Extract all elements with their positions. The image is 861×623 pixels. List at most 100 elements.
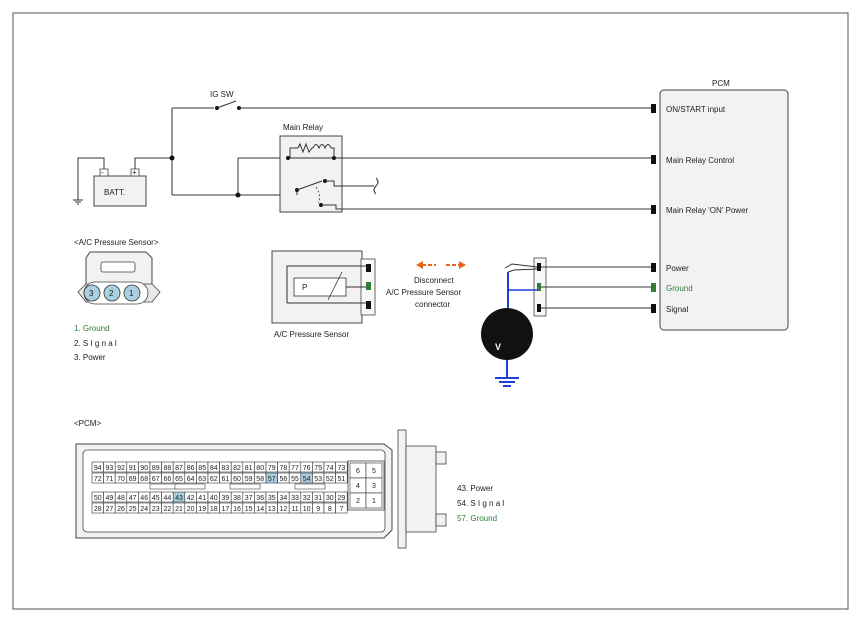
pcm-terminal-main-relay-control [651,155,656,164]
pcm-terminal-main-relay-on-power [651,205,656,214]
pcm-pin-label-56: 56 [280,476,288,483]
pcm-pin-label-19: 19 [198,506,206,513]
ac-legend-ground: 1. Ground [74,324,110,333]
pcm-small-pin-label-1: 1 [372,498,376,505]
pcm-pin-label-62: 62 [210,476,218,483]
pcm-pin-label-67: 67 [152,476,160,483]
pcm-pin-label-85: 85 [198,465,206,472]
battery: - + BATT. [93,168,147,207]
ac-sensor-connector-face: 3 2 1 [77,251,161,305]
pcm-pin-label-46: 46 [140,495,148,502]
pcm-pin-label-74: 74 [326,465,334,472]
pcm-legend-ground: 57. Ground [457,514,497,523]
pcm-pin-label-59: 59 [245,476,253,483]
pcm-pin-label-24: 24 [140,506,148,513]
pcm-title: PCM [712,79,730,88]
pcm-connector-key [174,483,206,490]
pcm-pin-label-78: 78 [280,465,288,472]
battery-positive-wire [134,157,172,169]
pcm-pin-label-45: 45 [152,495,160,502]
disconnect-text-2: A/C Pressure Sensor [386,288,461,297]
pcm-pin-label-69: 69 [129,476,137,483]
pcm-label-main-relay-control: Main Relay Control [666,156,734,165]
pcm-pin-label-18: 18 [210,506,218,513]
pcm-pin-label-43: 43 [175,495,183,502]
pcm-pin-label-90: 90 [140,465,148,472]
pcm-connector-key [229,483,261,490]
pcm-pin-label-71: 71 [106,476,114,483]
pcm-pin-label-66: 66 [164,476,172,483]
pcm-small-pin-label-2: 2 [356,498,360,505]
pcm-pin-label-20: 20 [187,506,195,513]
pcm-pin-label-76: 76 [303,465,311,472]
pcm-pin-label-80: 80 [256,465,264,472]
ac-pin-3: 3 [89,289,94,298]
pcm-pin-label-81: 81 [245,465,253,472]
pcm-pin-label-82: 82 [233,465,241,472]
wire-break-symbol [373,177,379,195]
voltmeter-label: V [495,342,501,352]
pcm-pin-label-33: 33 [291,495,299,502]
pcm-pin-label-16: 16 [233,506,241,513]
pcm-pin-73 [335,461,348,473]
pcm-pin-label-70: 70 [117,476,125,483]
pcm-pin-label-72: 72 [94,476,102,483]
ac-pressure-sensor: P [271,250,376,324]
ac-sensor-header: <A/C Pressure Sensor> [74,238,159,247]
ac-legend-signal: 2. S I g n a l [74,339,117,348]
pcm-legend-power: 43. Power [457,484,493,493]
pcm-pin-label-22: 22 [164,506,172,513]
pcm-small-pin-label-4: 4 [356,483,360,490]
diagram-frame [12,12,849,610]
pcm-label-ground: Ground [666,284,693,293]
pcm-pin-label-8: 8 [328,506,332,513]
pcm-pin-label-91: 91 [129,465,137,472]
pcm-pin-label-68: 68 [140,476,148,483]
pcm-pin-label-73: 73 [338,465,346,472]
pcm-pin-label-77: 77 [291,465,299,472]
pcm-pin-label-60: 60 [233,476,241,483]
ignition-switch: IG SW [210,90,241,110]
pcm-pin-label-84: 84 [210,465,218,472]
pcm-pin-label-38: 38 [233,495,241,502]
pcm-pin-label-12: 12 [280,506,288,513]
pcm-pin-label-54: 54 [303,476,311,483]
pcm-pin-label-53: 53 [314,476,322,483]
pcm-pin-7 [335,502,348,514]
ig-sw-label: IG SW [210,90,234,99]
pcm-pin-label-7: 7 [339,506,343,513]
pcm-pin-label-58: 58 [256,476,264,483]
pcm-pin-label-27: 27 [106,506,114,513]
battery-ground-wire [77,157,105,200]
voltmeter-probe [504,263,538,291]
pcm-terminal-power [651,263,656,272]
pcm-pin-label-39: 39 [222,495,230,502]
pcm-pin-label-94: 94 [94,465,102,472]
pcm-terminal-ground [651,283,656,292]
pcm-terminal-signal [651,304,656,313]
pcm-pin-label-79: 79 [268,465,276,472]
pcm-pin-label-32: 32 [303,495,311,502]
pcm-pin-label-83: 83 [222,465,230,472]
disconnect-arrows [416,261,466,269]
battery-minus-label: - [101,168,104,177]
pcm-terminal-on-start [651,104,656,113]
pcm-pin-label-21: 21 [175,506,183,513]
pcm-pin-label-15: 15 [245,506,253,513]
pcm-pin-label-50: 50 [94,495,102,502]
pcm-pin-label-65: 65 [175,476,183,483]
ac-sensor-caption: A/C Pressure Sensor [274,330,349,339]
disconnect-text-3: connector [415,300,450,309]
pcm-pin-label-55: 55 [291,476,299,483]
pcm-pin-label-36: 36 [256,495,264,502]
pcm-pin-label-75: 75 [314,465,322,472]
main-relay-label: Main Relay [283,123,323,132]
pcm-pin-label-92: 92 [117,465,125,472]
pcm-module [659,89,789,331]
pcm-pin-label-63: 63 [198,476,206,483]
pcm-pin-label-29: 29 [338,495,346,502]
